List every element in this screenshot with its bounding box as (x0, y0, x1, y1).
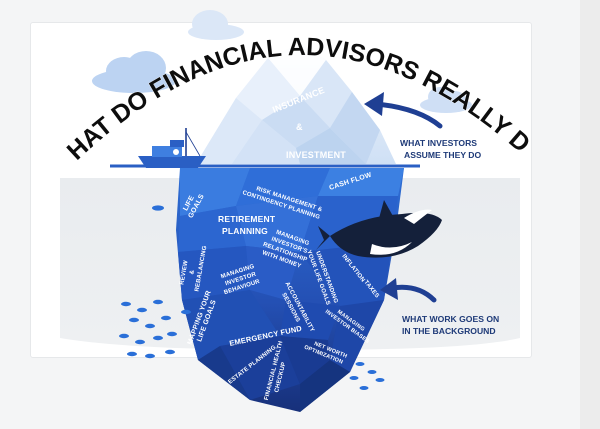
cloud-icon (92, 51, 176, 93)
orca-icon (316, 200, 442, 258)
boat-icon (138, 128, 206, 168)
svg-text:PLANNING: PLANNING (222, 226, 268, 236)
svg-text:&: & (189, 269, 196, 275)
cloud-icon (420, 87, 472, 113)
svg-text:REVIEW: REVIEW (179, 260, 189, 286)
svg-text:RETIREMENT: RETIREMENT (218, 214, 276, 224)
label-investment: INVESTMENT (286, 150, 346, 160)
note-investors-line2: ASSUME THEY DO (404, 150, 482, 160)
note-background-line1: WHAT WORK GOES ON (402, 314, 499, 324)
arrow-icon (364, 92, 443, 129)
note-background-line2: IN THE BACKGROUND (402, 326, 496, 336)
note-investors-line1: WHAT INVESTORS (400, 138, 477, 148)
arrow-icon (380, 278, 437, 303)
label-retirement: RETIREMENT PLANNING (218, 214, 276, 236)
cloud-icon (188, 10, 244, 40)
label-ampersand: & (296, 122, 303, 132)
iceberg-tip (196, 44, 396, 164)
side-panel (580, 0, 600, 429)
fish-icon (119, 205, 385, 390)
iceberg-underwater (176, 168, 404, 412)
